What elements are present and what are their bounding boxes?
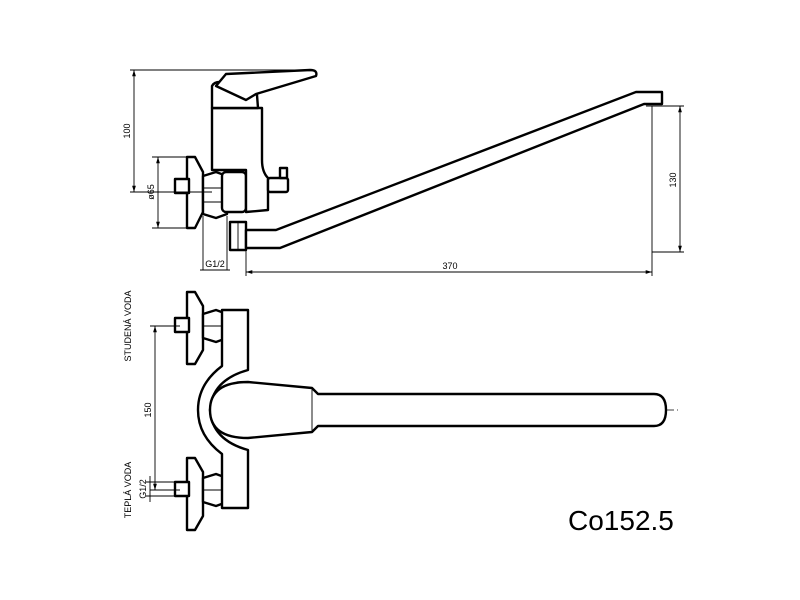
side-valve-body <box>210 106 270 214</box>
label-cold-water: STUDENÁ VODA <box>123 290 133 361</box>
front-pipe-hot <box>173 480 191 498</box>
front-pipe-cold <box>173 316 191 334</box>
front-spout <box>208 380 668 440</box>
side-spout <box>244 90 664 250</box>
front-flange-hot <box>185 456 205 532</box>
side-pipe-stub <box>173 177 191 195</box>
side-knob <box>266 176 290 194</box>
front-flange-cold <box>185 290 205 366</box>
side-connector <box>220 170 248 214</box>
dim-thread-side: G1/2 <box>205 259 225 269</box>
front-mixer-body <box>196 308 250 510</box>
side-view: 100 ø65 G1/2 370 130 <box>122 68 684 276</box>
dim-diameter: ø65 <box>146 184 156 200</box>
dim-spout-reach: 370 <box>442 261 457 271</box>
dim-spacing: 150 <box>143 402 153 417</box>
dim-height-lever: 100 <box>122 123 132 138</box>
dim-spout-height: 130 <box>668 172 678 187</box>
dim-thread-front: G1/2 <box>138 479 148 499</box>
label-hot-water: TEPLÁ VODA <box>123 462 133 519</box>
model-number: Co152.5 <box>568 505 674 536</box>
front-view: 150 G1/2 STUDENÁ VODA TEPLÁ VODA <box>123 290 678 532</box>
